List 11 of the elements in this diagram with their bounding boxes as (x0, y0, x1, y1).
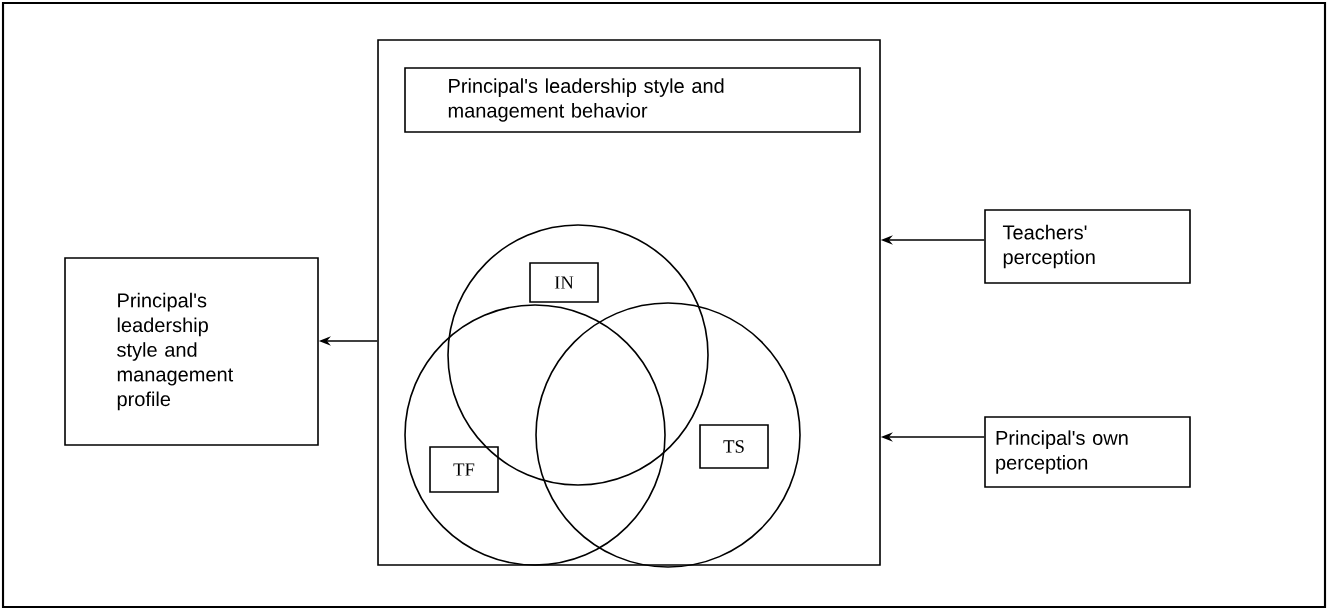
text-box: Teachers' perception (984, 209, 1191, 284)
label-box: TF (429, 446, 499, 493)
text-box: Principal's leadership style and management profile (64, 257, 319, 446)
text-box: Principal's own perception (984, 416, 1191, 488)
box (377, 39, 881, 566)
venn-circle (447, 224, 709, 486)
venn-circle (535, 302, 801, 568)
label-box: IN (529, 262, 599, 303)
label-box: TS (699, 424, 769, 469)
text-box: Principal's leadership style and management behavior (404, 67, 861, 133)
venn-circle (404, 304, 666, 566)
